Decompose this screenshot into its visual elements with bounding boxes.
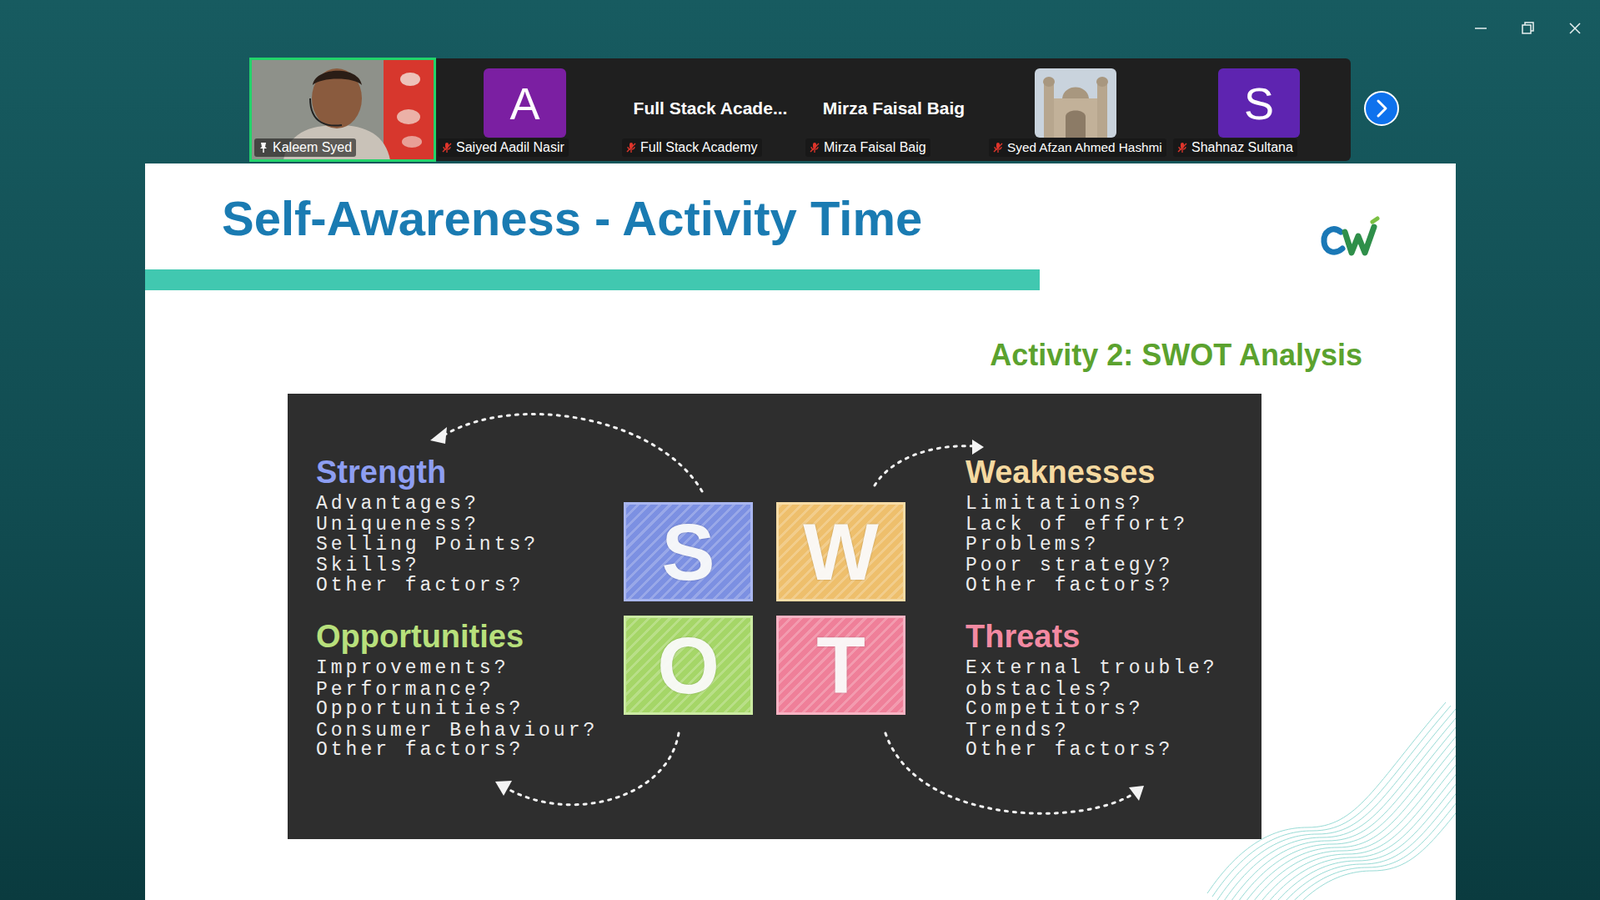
- participant-tile: S Shahnaz Sultana: [1169, 58, 1354, 161]
- name-label: Saiyed Aadil Nasir: [437, 138, 569, 157]
- swot-question: Uniqueness?: [315, 514, 480, 535]
- video-feed: [250, 59, 436, 161]
- swot-question: Other factors?: [315, 739, 524, 760]
- swot-question: Problems?: [965, 534, 1099, 555]
- avatar-square: [483, 68, 567, 138]
- window-controls: [1474, 22, 1580, 34]
- name-label: Shahnaz Sultana: [1173, 138, 1298, 157]
- participant-name: Syed Afzan Ahmed Hashmi: [1007, 139, 1163, 156]
- swot-question: Trends?: [965, 720, 1070, 741]
- muted-mic-icon: [808, 141, 821, 154]
- participant-bar: [250, 58, 1351, 161]
- swot-letter: W: [802, 510, 879, 594]
- display-name: Full Stack Acade...: [633, 96, 788, 121]
- participant-tile: A Saiyed Aadil Nasir: [434, 58, 618, 161]
- participant-name: Saiyed Aadil Nasir: [456, 139, 565, 156]
- swot-question: Other factors?: [965, 739, 1174, 760]
- name-label: Full Stack Academy: [621, 138, 763, 157]
- participant-name: Shahnaz Sultana: [1191, 139, 1294, 156]
- avatar-letter: A: [509, 78, 540, 129]
- swot-question: Poor strategy?: [965, 555, 1174, 576]
- swot-question: External trouble?: [965, 657, 1219, 678]
- activity-subtitle: Activity 2: SWOT Analysis: [989, 336, 1363, 374]
- muted-mic-icon: [441, 141, 453, 154]
- chalkboard: [287, 393, 1262, 839]
- slide-title: Self-Awareness - Activity Time: [221, 188, 923, 249]
- swot-question: Lack of effort?: [965, 514, 1189, 535]
- participant-name: Mirza Faisal Baig: [823, 139, 927, 156]
- participant-name: Kaleem Syed: [272, 139, 352, 156]
- swot-tile: W: [776, 501, 906, 602]
- participant-tile: Kaleem Syed: [250, 58, 435, 161]
- profile-photo: [1034, 68, 1117, 138]
- swot-letter: S: [661, 510, 715, 594]
- swot-question: Consumer Behaviour?: [315, 720, 598, 741]
- swot-question: Limitations?: [965, 493, 1144, 514]
- next-page-button: [1364, 91, 1399, 126]
- name-label: Syed Afzan Ahmed Hashmi: [988, 138, 1167, 157]
- display-name-box: Mirza Faisal Baig: [802, 95, 986, 122]
- swot-heading: Threats: [965, 617, 1080, 655]
- avatar-letter-box: A: [483, 68, 567, 138]
- name-label: Kaleem Syed: [254, 138, 357, 157]
- participant-tile: Full Stack Acade... Full Stack Academy: [618, 58, 803, 161]
- participant-tile: Syed Afzan Ahmed Hashmi: [985, 58, 1169, 161]
- pin-icon: [257, 141, 270, 154]
- swot-question: Improvements?: [315, 657, 509, 678]
- name-label: Mirza Faisal Baig: [805, 138, 931, 157]
- slide: [145, 163, 1456, 900]
- swot-question: Competitors?: [965, 698, 1144, 719]
- swot-heading: Strength: [315, 453, 447, 491]
- swot-question: Skills?: [315, 555, 421, 576]
- swot-question: Other factors?: [965, 575, 1174, 596]
- muted-mic-icon: [1176, 141, 1189, 154]
- display-name-box: Full Stack Acade...: [618, 95, 803, 122]
- muted-mic-icon: [992, 141, 1004, 154]
- display-name: Mirza Faisal Baig: [822, 96, 965, 121]
- participant-name: Full Stack Academy: [640, 139, 758, 156]
- swot-question: Opportunities?: [315, 698, 524, 719]
- swot-tile: O: [623, 615, 753, 715]
- swot-heading: Opportunities: [315, 617, 524, 655]
- swot-question: Selling Points?: [315, 534, 539, 555]
- swot-letter: O: [657, 623, 720, 708]
- avatar-letter: S: [1243, 78, 1274, 129]
- swot-heading: Weaknesses: [965, 453, 1155, 491]
- title-bar: [145, 269, 1040, 291]
- swot-question: Advantages?: [315, 493, 480, 514]
- avatar-letter-box: S: [1218, 68, 1300, 138]
- swot-question: Performance?: [315, 679, 495, 700]
- logo: [1324, 218, 1378, 253]
- swot-tile: S: [623, 501, 753, 602]
- muted-mic-icon: [625, 141, 637, 154]
- swot-question: obstacles?: [965, 679, 1114, 700]
- swot-question: Other factors?: [315, 575, 524, 596]
- participant-tile: Mirza Faisal BaigMirza Faisal Baig: [802, 58, 986, 161]
- avatar-square: [1218, 68, 1300, 138]
- swot-tile: T: [776, 615, 906, 715]
- swot-letter: T: [816, 623, 866, 708]
